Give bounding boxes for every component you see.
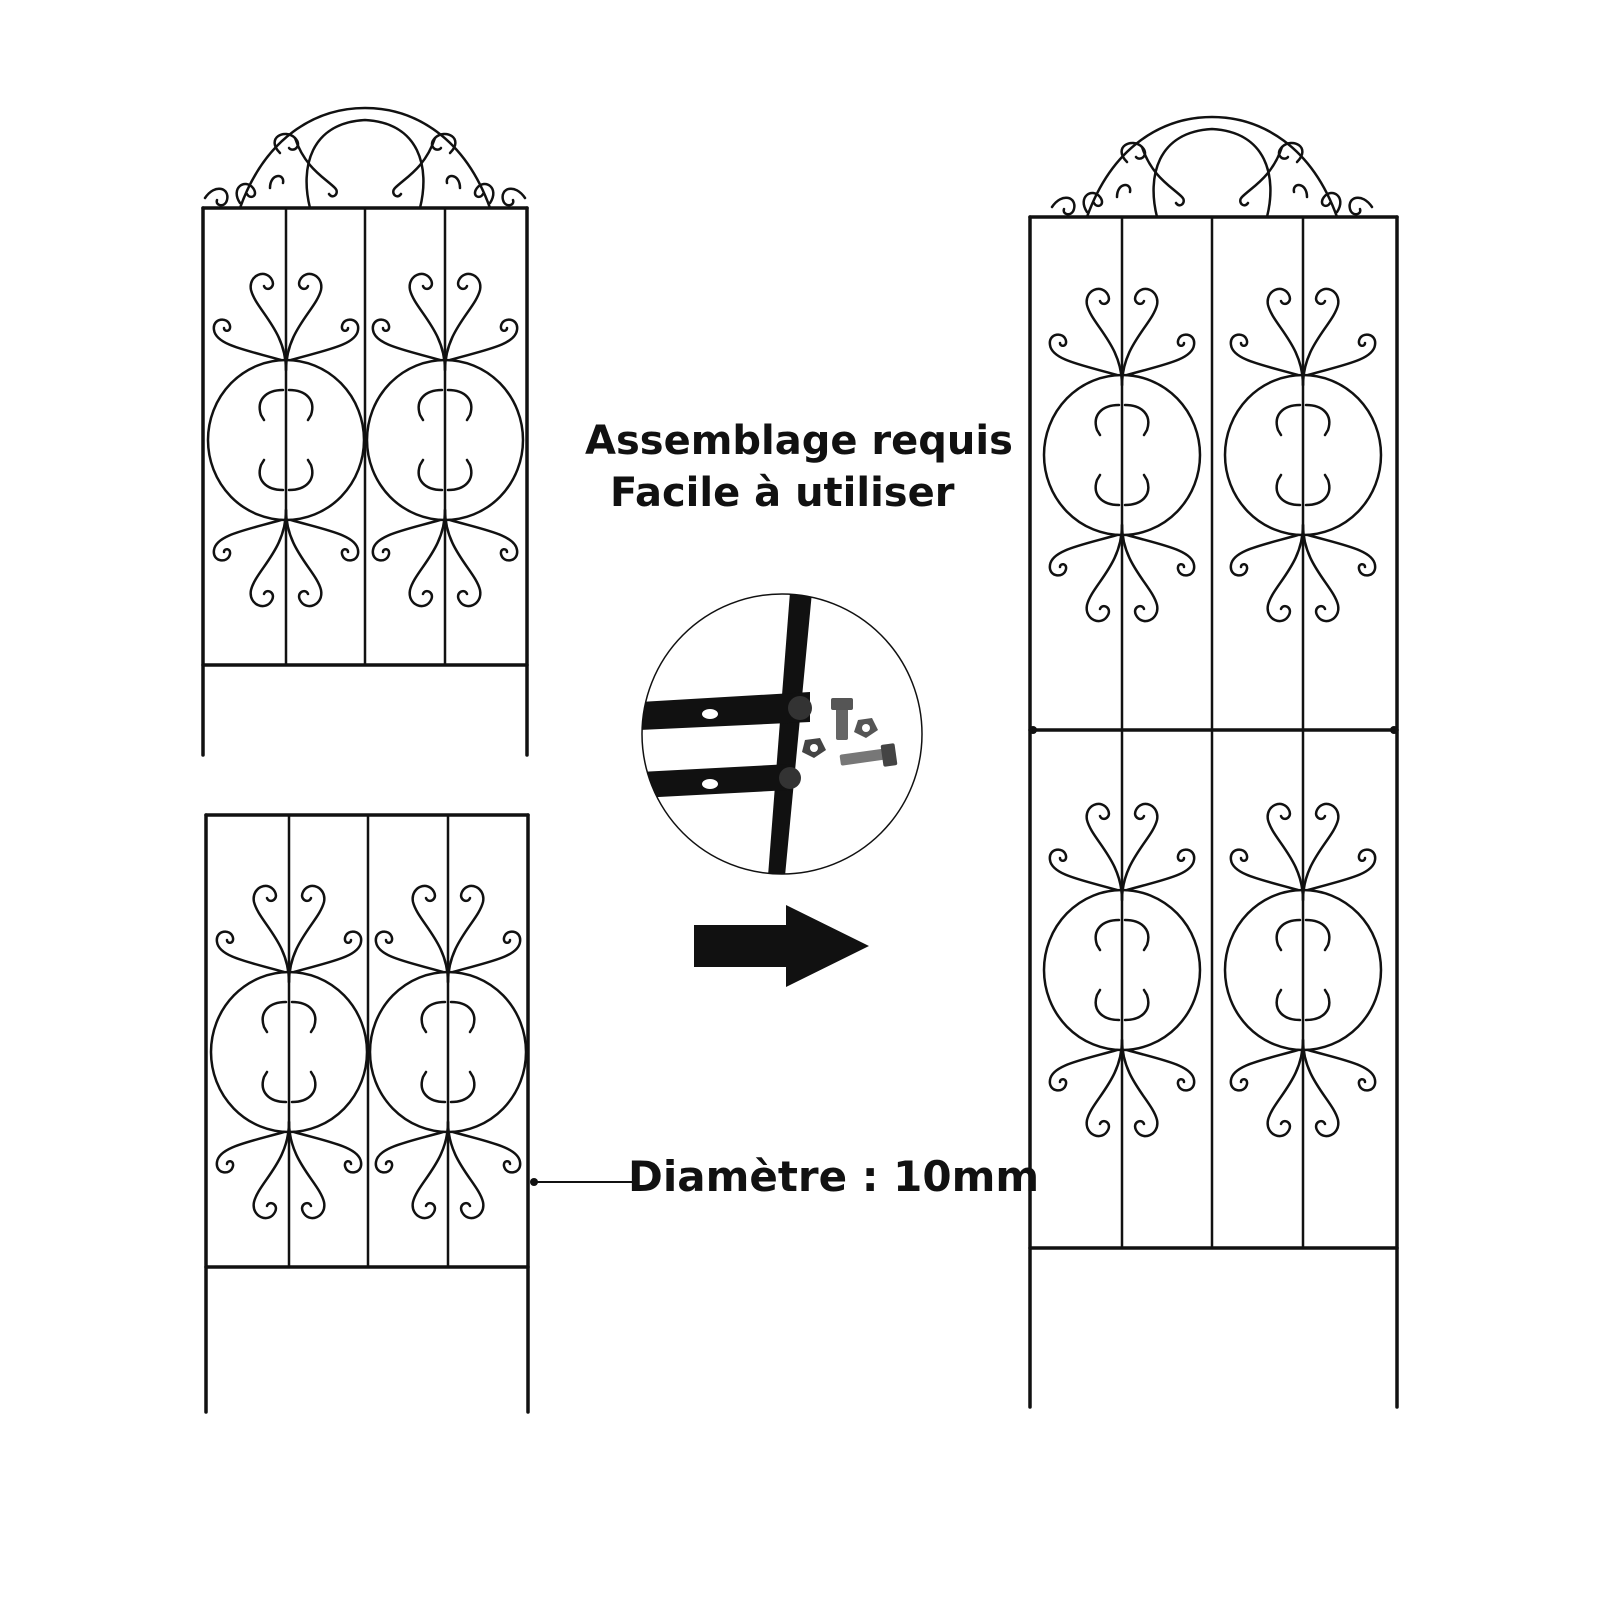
- bolt-connection-detail: [640, 592, 924, 876]
- assembly-required-caption: Assemblage requis: [585, 418, 1013, 464]
- trellis-top-section: [200, 100, 540, 760]
- trellis-assembled: [1025, 95, 1405, 1415]
- diameter-leader-line: [530, 1172, 640, 1191]
- trellis-bottom-section: [203, 812, 543, 1422]
- diameter-label: Diamètre : 10mm: [628, 1152, 1040, 1201]
- right-arrow-icon: [694, 905, 869, 991]
- easy-to-use-caption: Facile à utiliser: [610, 470, 955, 516]
